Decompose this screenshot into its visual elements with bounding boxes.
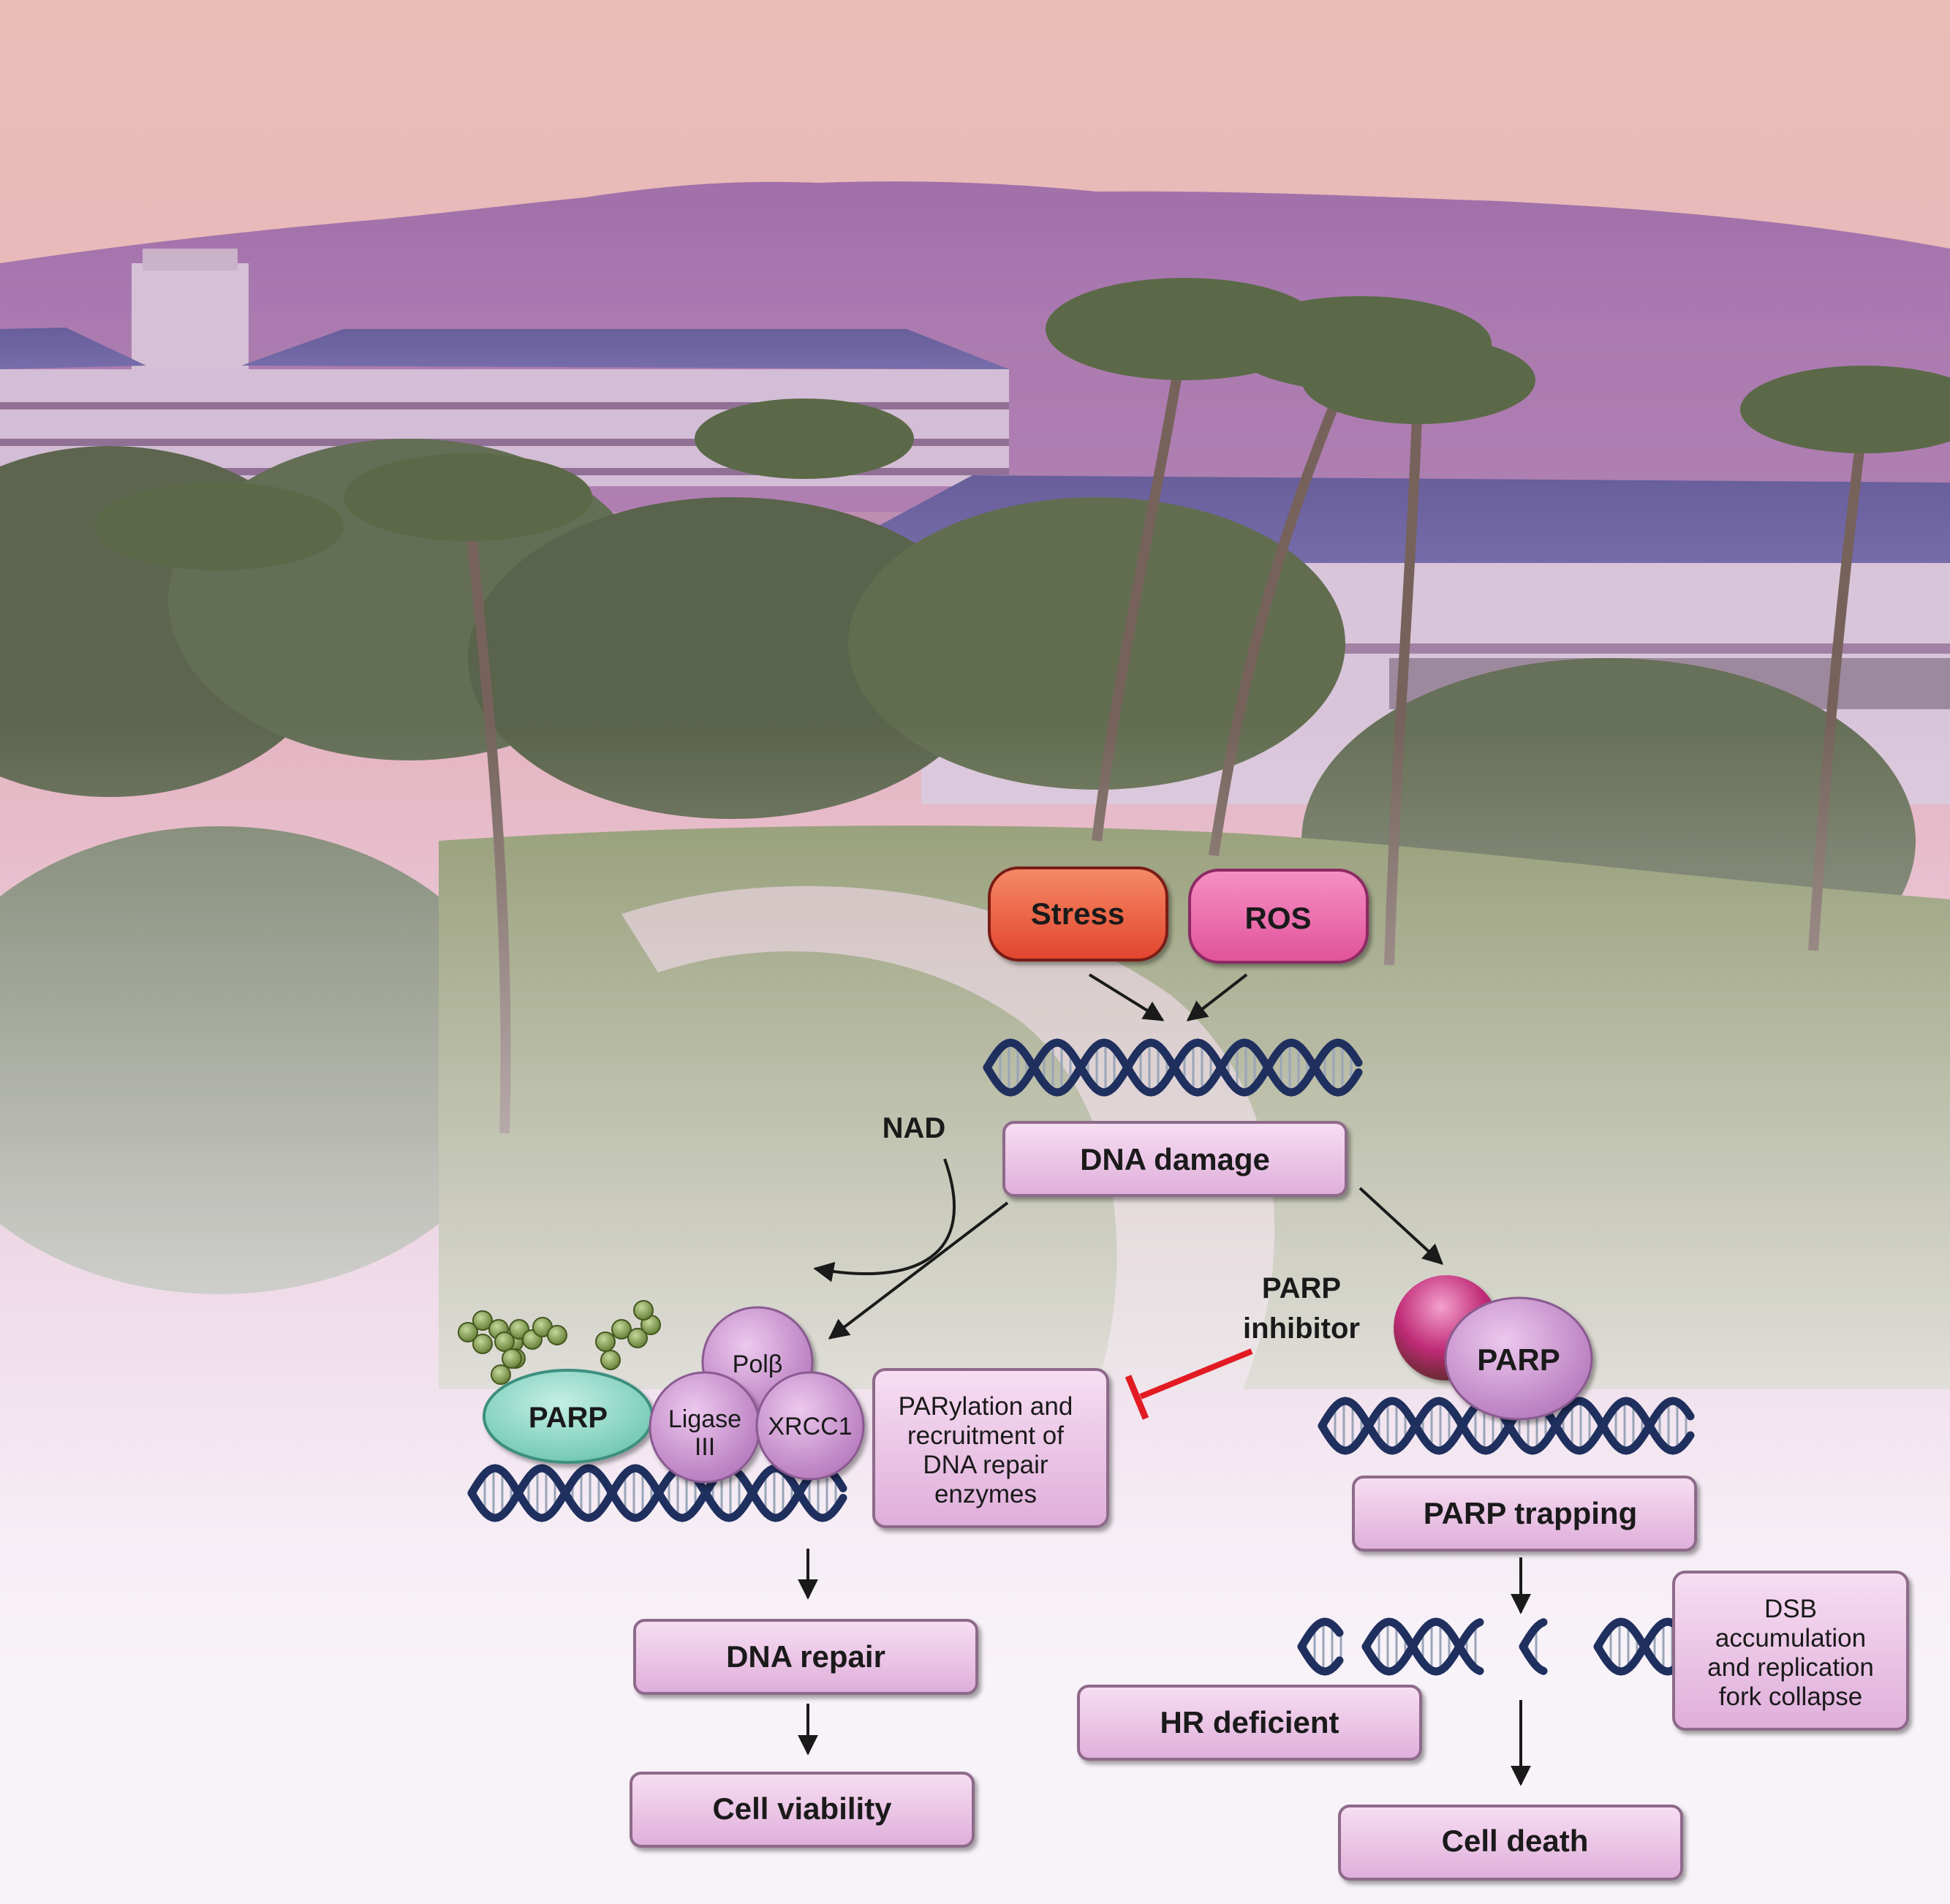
parylation-box	[872, 1368, 1109, 1528]
par-chain-bead	[472, 1310, 493, 1331]
parylation-line3: DNA repair	[923, 1451, 1048, 1479]
par-chain-bead	[458, 1322, 478, 1342]
dna-top-strand-2	[983, 1038, 1363, 1097]
parp-right-label: PARP	[1477, 1342, 1560, 1377]
ros-label: ROS	[1244, 901, 1311, 935]
dna-broken-a-strand-2	[1297, 1617, 1344, 1651]
dna-broken-d-strand-2	[1593, 1617, 1678, 1676]
cell-viability-box	[630, 1772, 975, 1848]
par-chain-bead	[472, 1334, 493, 1354]
dna-broken-d-strand-1	[1593, 1617, 1678, 1676]
parp-trapping-box	[1352, 1476, 1697, 1552]
par-chain-bead	[611, 1319, 632, 1340]
parylation-line4: enzymes	[934, 1480, 1037, 1508]
dna-broken	[1297, 1617, 1678, 1676]
dna-right-strand-1	[1318, 1397, 1695, 1455]
dna-repair-box	[633, 1619, 978, 1695]
inhibitor-bar-cap	[1125, 1375, 1149, 1420]
cell-death-label: Cell death	[1442, 1824, 1589, 1858]
nad-label: NAD	[883, 1112, 946, 1144]
dna-right-strand-2	[1318, 1397, 1695, 1455]
dsb-line2: accumulation	[1715, 1624, 1866, 1652]
dna-damage-box	[1002, 1121, 1348, 1197]
xrcc1-label: XRCC1	[768, 1413, 852, 1440]
cell-viability-label: Cell viability	[712, 1791, 892, 1826]
parp-trapping-label: PARP trapping	[1424, 1496, 1637, 1530]
parp-left-label: PARP	[529, 1402, 608, 1434]
cell-death-box	[1338, 1805, 1683, 1881]
dna-repair-label: DNA repair	[726, 1639, 885, 1674]
dna-broken-c-strand-1	[1519, 1642, 1548, 1675]
stress-label: Stress	[1031, 896, 1125, 931]
arrow-ros-to-dna	[1186, 973, 1248, 1021]
dna-broken-b-strand-2	[1361, 1617, 1484, 1676]
dna-damage-label: DNA damage	[1080, 1142, 1270, 1176]
pol-beta-label: Polβ	[733, 1350, 783, 1378]
arrow-damage-to-parp-trap	[1358, 1187, 1444, 1265]
arrow-damage-to-repair-complex	[828, 1201, 1009, 1340]
xrcc1-enzyme	[755, 1371, 865, 1481]
arrow-stress-to-dna	[1088, 973, 1165, 1021]
par-chain-bead	[595, 1331, 616, 1352]
ligase-label-line2: III	[695, 1433, 715, 1461]
parp-inhibitor-label-line2: inhibitor	[1243, 1312, 1360, 1345]
dna-broken-a-strand-1	[1297, 1642, 1344, 1676]
parylation-line2: recruitment of	[907, 1421, 1064, 1450]
par-chain-bead	[491, 1364, 511, 1385]
stress-box	[988, 866, 1168, 962]
par-chain-bead	[502, 1348, 522, 1369]
par-chains	[458, 1300, 661, 1385]
parp-inhibitor-label-line1: PARP	[1262, 1272, 1341, 1304]
parylation-line1: PARylation and	[899, 1392, 1073, 1421]
hr-deficient-box	[1077, 1685, 1422, 1761]
dna-broken-c-strand-2	[1519, 1618, 1548, 1651]
dsb-line4: fork collapse	[1719, 1682, 1862, 1711]
par-chain-bead	[633, 1300, 654, 1321]
arrow-nad-curve	[813, 1158, 956, 1282]
dna-helix-right	[1318, 1397, 1695, 1455]
hr-deficient-label: HR deficient	[1160, 1705, 1339, 1739]
dsb-line1: DSB	[1764, 1595, 1817, 1623]
parp-enzyme-right	[1444, 1296, 1593, 1421]
dsb-line3: and replication	[1707, 1653, 1874, 1682]
inhibitor-bar-line	[1139, 1348, 1253, 1399]
dsb-box	[1672, 1571, 1909, 1731]
ros-box	[1188, 869, 1369, 964]
ligase-label-line1: Ligase	[668, 1405, 741, 1433]
par-chain-bead	[627, 1328, 648, 1348]
par-chain-bead	[600, 1350, 621, 1370]
par-chain-bead	[547, 1325, 567, 1345]
dna-helix-top	[983, 1038, 1363, 1097]
par-chain-bead	[494, 1331, 515, 1352]
